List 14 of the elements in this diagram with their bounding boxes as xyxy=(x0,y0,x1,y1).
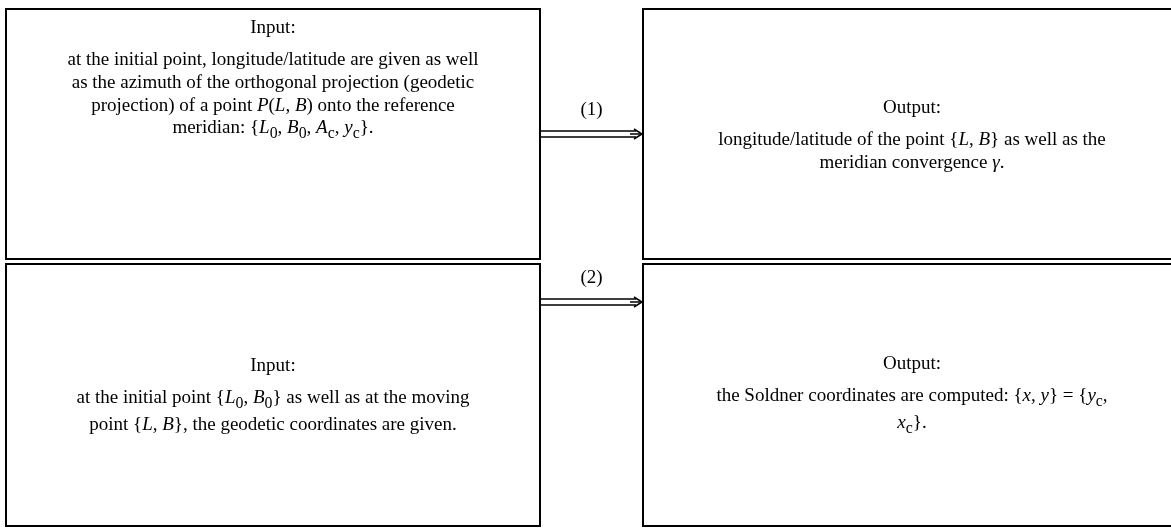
double-arrow xyxy=(540,128,643,140)
text-box xyxy=(642,263,1171,527)
description-text: at the initial point, longitude/latitude are given as well as the azimuth of the orthogonal projection (geodetic projection) of a point P(L, B) onto the reference meridian: {L$_{0}$, B$_{0}$, A$_{c}$, y$_{c}$}. xyxy=(66,48,480,144)
heading: Output: xyxy=(881,96,943,119)
heading: Input: xyxy=(249,16,297,38)
heading: Output: xyxy=(881,352,943,375)
text-box xyxy=(5,263,541,527)
double-arrow xyxy=(540,296,643,308)
description-text: at the initial point {L$_{0}$, B$_{0}$} as well as at the moving point {L, B}, the geodetic coordinates are given. xyxy=(75,386,471,436)
heading: Input: xyxy=(249,354,297,377)
edge-label: (2) xyxy=(578,266,605,288)
description-text: the Soldner coordinates are computed: {x, y} = {y$_{c}$, x$_{c}$}. xyxy=(715,384,1109,438)
description-text: longitude/latitude of the point {L, B} as well as the meridian convergence γ. xyxy=(717,128,1107,174)
edge-label: (1) xyxy=(578,98,605,120)
